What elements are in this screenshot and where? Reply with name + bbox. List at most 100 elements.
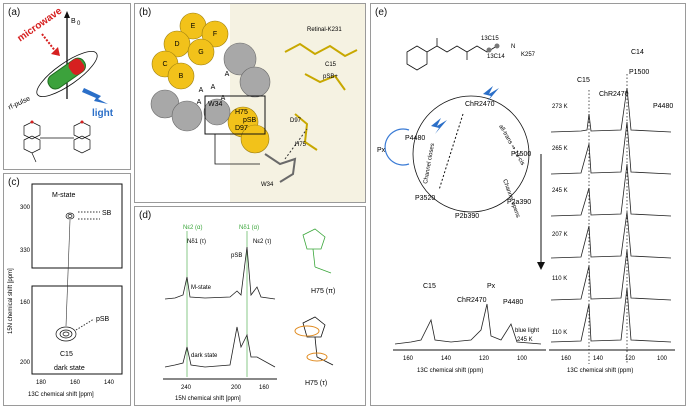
state-p1: P1500	[511, 151, 531, 158]
svg-text:pSB: pSB	[231, 253, 242, 259]
svg-text:140: 140	[441, 356, 452, 362]
panel-a-label: (a)	[8, 7, 21, 18]
ann-psb: pSB+	[323, 74, 338, 80]
c-top-state: M-state	[52, 192, 75, 199]
svg-text:dark state: dark state	[191, 353, 218, 359]
d-top-label-1: Nε2 (α)	[183, 225, 202, 231]
svg-text:160: 160	[403, 356, 414, 362]
svg-text:M-state: M-state	[191, 285, 212, 291]
retinal-sticks	[284, 42, 358, 151]
svg-text:13C chemical shift (ppm): 13C chemical shift (ppm)	[417, 368, 483, 374]
svg-text:Nε2 (τ): Nε2 (τ)	[253, 239, 271, 245]
svg-text:180: 180	[36, 380, 47, 386]
svg-text:K257: K257	[521, 52, 536, 58]
svg-text:all-trans ⇒ 13-cis: all-trans ⇒ 13-cis	[497, 124, 525, 167]
photocycle-ring	[412, 95, 530, 213]
c-bottom-peak: pSB	[96, 316, 110, 323]
c-bottom-state: dark state	[54, 365, 85, 372]
panel-c: (c) M-state SB pSB C15 dark state 300 33…	[3, 173, 131, 406]
b0-label: B	[71, 18, 76, 25]
ann-c15: C15	[325, 62, 337, 68]
histidine-tau	[302, 316, 334, 366]
svg-text:A: A	[225, 71, 230, 78]
rf-pulse-label: rf-pulse	[7, 95, 31, 111]
svg-text:200: 200	[231, 385, 242, 391]
svg-text:13C14: 13C14	[487, 54, 505, 60]
panel-e: (e) 13C15 13C14 N K257 ChR2470 P1500 P2a…	[370, 3, 686, 406]
svg-text:245 K: 245 K	[517, 337, 533, 343]
panel-b-label: (b)	[139, 7, 152, 18]
svg-text:120: 120	[479, 356, 490, 362]
ann-h75: H75	[295, 142, 307, 148]
panel-d-label: (d)	[139, 210, 152, 221]
svg-text:330: 330	[20, 248, 31, 254]
svg-text:Nδ1 (τ): Nδ1 (τ)	[187, 239, 206, 245]
top-2d-frame	[31, 183, 123, 269]
svg-text:G: G	[198, 49, 203, 56]
panel-d: (d) Nε2 (α) Nδ1 (α) Nδ1 (τ) pSB Nε2 (τ) …	[134, 206, 366, 406]
svg-text:110 K: 110 K	[552, 276, 567, 282]
svg-text:P4480: P4480	[503, 299, 523, 306]
c-y-axis-label: 15N chemical shift [ppm]	[8, 268, 14, 334]
c-x-axis-label: 13C chemical shift [ppm]	[28, 392, 94, 398]
svg-text:245 K: 245 K	[552, 188, 568, 194]
svg-text:A: A	[211, 84, 216, 91]
svg-text:Px: Px	[487, 283, 496, 290]
svg-text:140: 140	[104, 380, 115, 386]
histidine-pi	[302, 228, 332, 274]
ann-d97: D97	[290, 118, 302, 124]
sample-setup-figure: B 0 microwave rf-pulse light	[7, 5, 114, 163]
panel-a: (a) B 0 microwave rf-pulse light	[3, 3, 131, 170]
state-px: Px	[377, 147, 386, 154]
svg-text:160: 160	[70, 380, 81, 386]
svg-text:blue light: blue light	[515, 328, 539, 334]
d-x-axis-label: 15N chemical shift [ppm]	[175, 396, 241, 402]
svg-text:C14: C14	[631, 49, 644, 56]
ann-w34: W34	[261, 182, 274, 188]
panel-e-label: (e)	[375, 7, 388, 18]
svg-text:160: 160	[259, 385, 270, 391]
svg-text:300: 300	[20, 205, 31, 211]
svg-text:F: F	[213, 31, 217, 38]
svg-text:A: A	[199, 87, 204, 94]
svg-text:B: B	[179, 73, 184, 80]
svg-text:160: 160	[561, 356, 572, 362]
box-label-w34: W34	[208, 101, 223, 108]
svg-text:Channel closes: Channel closes	[423, 143, 436, 184]
svg-text:207 K: 207 K	[552, 232, 568, 238]
15n-spectra: Nε2 (α) Nδ1 (α) Nδ1 (τ) pSB Nε2 (τ) M-st…	[163, 225, 335, 402]
state-p2a: P2a390	[507, 199, 531, 206]
microwave-label: microwave	[15, 5, 64, 44]
svg-text:A: A	[221, 95, 226, 102]
px-loop	[384, 128, 410, 166]
svg-text:100: 100	[517, 356, 528, 362]
state-p2b: P2b390	[455, 213, 479, 220]
helix-cluster-grey	[150, 42, 271, 132]
svg-text:C15: C15	[423, 283, 436, 290]
right-spectra: C14 C15 ChR2470 P1500 P4480 273 K 265 K …	[549, 49, 675, 374]
state-p4: P4480	[405, 135, 425, 142]
svg-text:P1500: P1500	[629, 69, 649, 76]
biradical-structure	[23, 121, 91, 163]
protein-structure-figure: E F D G C B A A A A A W34 H75 pSB D97 Re…	[150, 4, 365, 202]
c-top-peak: SB	[102, 210, 112, 217]
svg-text:265 K: 265 K	[552, 146, 568, 152]
svg-text:E: E	[191, 23, 196, 30]
svg-text:A: A	[197, 99, 202, 106]
state-chr2: ChR2470	[465, 101, 495, 108]
left-spectrum: C15 ChR2470 Px P4480 blue light 245 K 16…	[393, 283, 546, 374]
light-bolt-icon	[431, 86, 499, 134]
bottom-2d-frame	[31, 285, 123, 375]
2d-spectra: M-state SB pSB C15 dark state 300 330 16…	[8, 183, 123, 398]
ann-retinal: Retinal-K231	[307, 27, 342, 33]
svg-text:C: C	[162, 61, 167, 68]
svg-text:200: 200	[20, 360, 31, 366]
svg-text:160: 160	[20, 300, 31, 306]
c-carbon: C15	[60, 351, 73, 358]
svg-text:120: 120	[625, 356, 636, 362]
svg-text:273 K: 273 K	[552, 104, 568, 110]
svg-text:13C15: 13C15	[481, 36, 499, 42]
b0-sub: 0	[77, 21, 81, 27]
zoom-box	[204, 95, 266, 135]
panel-c-label: (c)	[8, 177, 20, 188]
